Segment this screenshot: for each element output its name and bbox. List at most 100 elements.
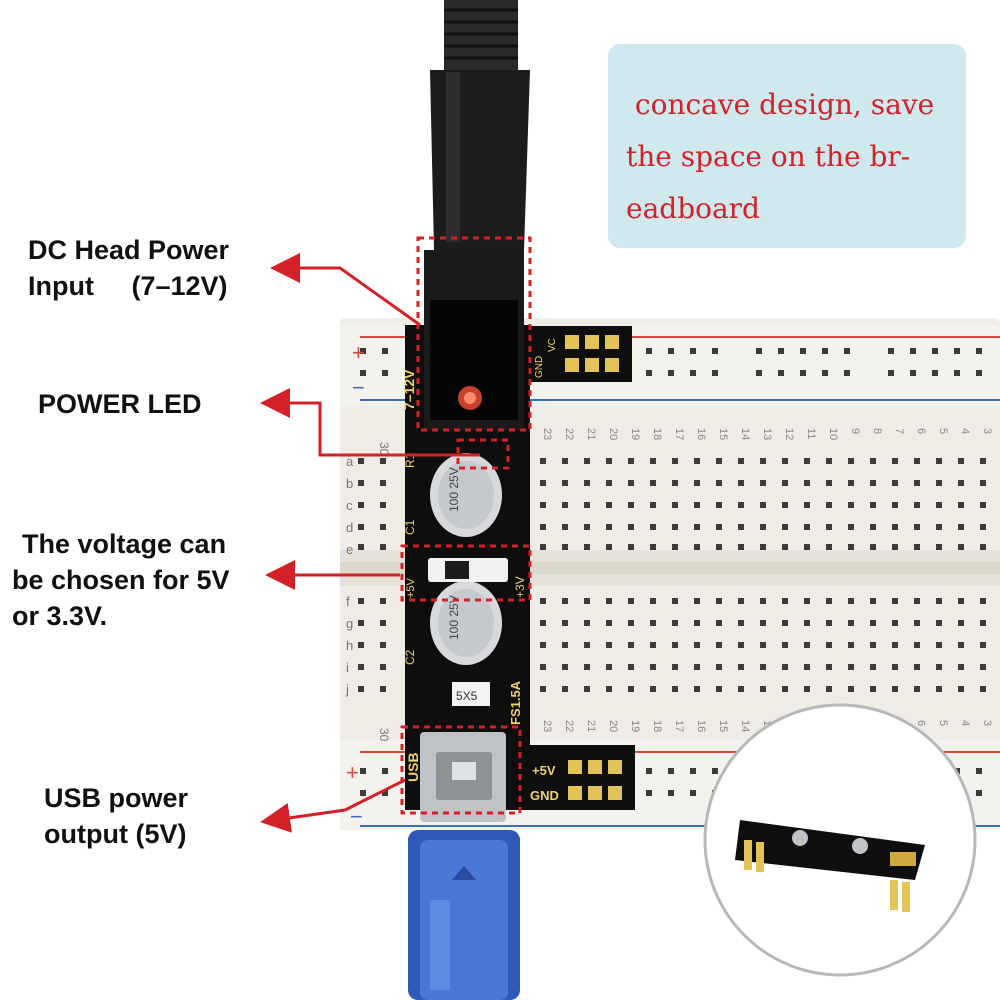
breadboard-hole [954, 370, 960, 376]
breadboard-hole [778, 370, 784, 376]
label-voltage-line1: The voltage can [22, 529, 227, 559]
breadboard-hole [650, 664, 656, 670]
breadboard-hole [892, 642, 898, 648]
usb-label: USB [405, 752, 421, 782]
breadboard-hole [694, 502, 700, 508]
breadboard-hole [870, 620, 876, 626]
column-number: 5 [937, 720, 949, 726]
breadboard-hole [358, 598, 364, 604]
breadboard-hole [716, 686, 722, 692]
breadboard-hole [650, 620, 656, 626]
breadboard-hole [358, 458, 364, 464]
breadboard-hole [958, 664, 964, 670]
breadboard-hole [650, 686, 656, 692]
breadboard-hole [540, 502, 546, 508]
pin-bottom-5v: +5V [532, 763, 556, 778]
breadboard-hole [958, 686, 964, 692]
breadboard-hole [650, 642, 656, 648]
breadboard-hole [848, 458, 854, 464]
label-usb-line1: USB power [44, 783, 189, 813]
breadboard-hole [848, 598, 854, 604]
rail-plus-bottom: + [346, 760, 359, 785]
breadboard-hole [848, 686, 854, 692]
breadboard-hole [804, 686, 810, 692]
left-number-top: 30 [377, 442, 391, 456]
row-letter: c [346, 498, 353, 513]
breadboard-hole [976, 348, 982, 354]
breadboard-hole [716, 480, 722, 486]
breadboard-hole [628, 524, 634, 530]
column-number: 16 [695, 720, 707, 732]
breadboard-hole [694, 664, 700, 670]
breadboard-hole [668, 790, 674, 796]
breadboard-hole [716, 502, 722, 508]
breadboard-hole [540, 544, 546, 550]
breadboard-hole [716, 598, 722, 604]
breadboard-hole [738, 502, 744, 508]
row-letter: e [346, 542, 353, 557]
breadboard-hole [782, 598, 788, 604]
rail-minus-top: − [352, 375, 365, 400]
breadboard-hole [954, 348, 960, 354]
breadboard-hole [650, 524, 656, 530]
breadboard-hole [738, 642, 744, 648]
breadboard-hole [914, 544, 920, 550]
breadboard-hole [646, 768, 652, 774]
breadboard-hole [826, 480, 832, 486]
breadboard-hole [800, 370, 806, 376]
breadboard-hole [914, 502, 920, 508]
breadboard-hole [380, 480, 386, 486]
callout-note: concave design, save the space on the br… [608, 44, 966, 248]
breadboard-hole [358, 502, 364, 508]
breadboard-hole [804, 620, 810, 626]
breadboard-hole [804, 544, 810, 550]
column-number: 14 [739, 720, 751, 732]
breadboard-hole [888, 348, 894, 354]
breadboard-hole [980, 642, 986, 648]
breadboard-hole [976, 790, 982, 796]
breadboard-hole [646, 370, 652, 376]
breadboard-hole [562, 480, 568, 486]
breadboard-hole [848, 524, 854, 530]
breadboard-hole [782, 620, 788, 626]
breadboard-hole [694, 620, 700, 626]
breadboard-hole [672, 502, 678, 508]
breadboard-hole [782, 664, 788, 670]
breadboard-hole [914, 524, 920, 530]
breadboard-hole [892, 598, 898, 604]
breadboard-hole [848, 620, 854, 626]
breadboard-hole [380, 598, 386, 604]
breadboard-hole [848, 502, 854, 508]
breadboard-hole [382, 348, 388, 354]
breadboard-hole [760, 502, 766, 508]
breadboard-holes [358, 348, 986, 796]
breadboard-hole [760, 480, 766, 486]
highlight-usb [400, 725, 522, 815]
breadboard-hole [628, 458, 634, 464]
row-letter: h [346, 638, 353, 653]
breadboard-hole [694, 598, 700, 604]
breadboard-hole [380, 620, 386, 626]
breadboard-hole [584, 458, 590, 464]
breadboard-hole [694, 524, 700, 530]
breadboard-hole [382, 768, 388, 774]
column-number: 7 [893, 428, 905, 434]
breadboard-hole [760, 458, 766, 464]
breadboard-hole [562, 642, 568, 648]
breadboard-hole [694, 642, 700, 648]
highlight-led [456, 438, 510, 470]
breadboard-hole [936, 686, 942, 692]
breadboard-hole [668, 768, 674, 774]
breadboard-hole [562, 458, 568, 464]
column-number: 3 [981, 720, 993, 726]
breadboard-hole [646, 790, 652, 796]
board-c1: C1 [403, 519, 417, 535]
callout-line-3: eadboard [626, 192, 760, 225]
breadboard-hole [672, 642, 678, 648]
breadboard-hole [870, 524, 876, 530]
row-letter: j [345, 682, 349, 697]
breadboard-hole [672, 664, 678, 670]
arrow-led [260, 388, 480, 457]
breadboard-hole [646, 348, 652, 354]
